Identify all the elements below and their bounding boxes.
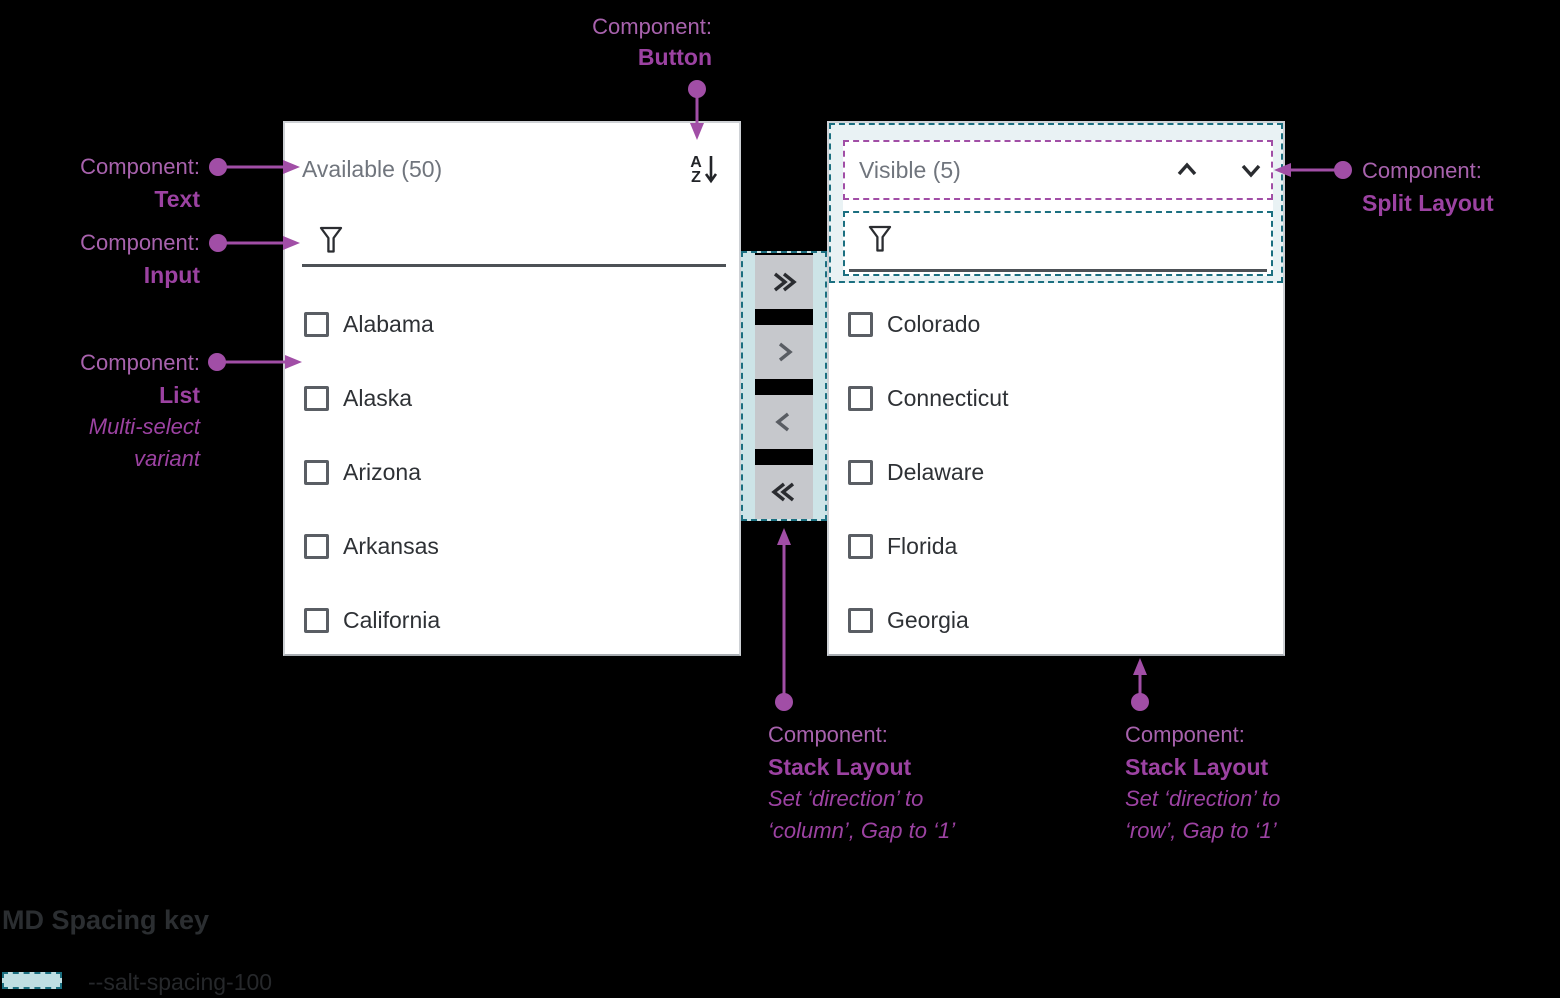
annotation-component-name: Text [154,186,200,212]
list-item[interactable]: Alabama [285,287,739,361]
checkbox[interactable] [304,311,329,337]
available-list-panel: Available (50) A Z Alabama Alaska [283,121,741,656]
annotation-note: Set ‘direction’ to [768,786,924,811]
transfer-button-stack [755,253,813,519]
annotation-arrow-stack-row [1131,658,1149,711]
chevron-up-icon [1177,162,1197,176]
filter-icon[interactable] [867,225,893,255]
spacing-key-label: --salt-spacing-100 [88,969,273,995]
visible-list-title: Visible (5) [859,156,961,183]
double-chevron-left-icon [771,482,795,502]
annotation-stack-column: Component: Stack Layout Set ‘direction’ … [768,719,998,847]
checkbox[interactable] [304,533,329,559]
list-item[interactable]: California [285,583,739,657]
annotation-note: Multi-select [88,414,200,439]
checkbox[interactable] [848,459,873,485]
move-down-button[interactable] [1237,156,1265,184]
stack-layout-spacing-highlight [741,251,827,521]
annotation-prefix: Component: [592,14,712,39]
list-item[interactable]: Alaska [285,361,739,435]
annotation-component-name: Split Layout [1362,190,1494,216]
move-left-button[interactable] [755,395,813,449]
annotation-button: Component: Button [540,11,712,73]
arrow-down-icon [704,156,717,184]
move-all-right-button[interactable] [755,255,813,309]
spacing-key-title: MD Spacing key [2,905,210,935]
annotation-component-name: Button [637,44,712,70]
annotation-note: Set ‘direction’ to [1125,786,1281,811]
list-item[interactable]: Georgia [829,583,1283,657]
annotation-prefix: Component: [768,722,888,747]
row-stack-spacing-highlight: Visible (5) [829,123,1283,283]
annotation-arrow-text [209,158,300,176]
annotation-arrow-list [208,353,302,371]
list-item[interactable]: Arkansas [285,509,739,583]
sort-az-icon: A Z [690,154,702,186]
annotation-component-name: Stack Layout [768,754,912,780]
annotation-arrow-button [688,80,706,140]
chevron-right-icon [778,342,793,362]
list-item[interactable]: Connecticut [829,361,1283,435]
annotation-prefix: Component: [80,154,200,179]
annotation-stack-row: Component: Stack Layout Set ‘direction’ … [1125,719,1355,847]
chevron-down-icon [1241,164,1261,178]
visible-list: Colorado Connecticut Delaware Florida Ge… [829,287,1283,657]
list-item[interactable]: Delaware [829,435,1283,509]
list-item[interactable]: Arizona [285,435,739,509]
annotation-note: variant [133,446,200,471]
available-list: Alabama Alaska Arizona Arkansas Californ… [285,287,739,657]
checkbox[interactable] [304,459,329,485]
annotation-input: Component: Input [40,227,200,291]
split-layout-highlight: Visible (5) [843,140,1273,200]
annotation-arrow-split-layout [1274,161,1352,179]
annotation-text: Component: Text [40,151,200,215]
annotation-component-name: List [159,382,200,408]
checkbox[interactable] [848,607,873,633]
chevron-left-icon [775,412,790,432]
annotation-list: Component: List Multi-select variant [40,347,200,475]
spacing-key-swatch [2,972,62,989]
filter-input-underline[interactable] [849,269,1267,272]
annotation-prefix: Component: [80,350,200,375]
checkbox[interactable] [848,385,873,411]
annotation-component-name: Input [143,262,200,288]
annotation-note: ‘row’, Gap to ‘1’ [1125,818,1277,843]
filter-icon[interactable] [318,226,344,256]
checkbox[interactable] [304,385,329,411]
sort-az-button[interactable]: A Z [684,150,724,190]
list-item[interactable]: Colorado [829,287,1283,361]
move-all-left-button[interactable] [755,465,813,519]
move-up-button[interactable] [1173,156,1201,184]
double-chevron-right-icon [773,272,797,292]
move-right-button[interactable] [755,325,813,379]
annotation-note: ‘column’, Gap to ‘1’ [768,818,956,843]
filter-input-underline[interactable] [302,264,726,267]
annotation-prefix: Component: [80,230,200,255]
annotation-component-name: Stack Layout [1125,754,1269,780]
annotation-arrow-stack-column [775,528,793,711]
checkbox[interactable] [848,311,873,337]
annotation-prefix: Component: [1125,722,1245,747]
checkbox[interactable] [304,607,329,633]
visible-list-panel: Visible (5) [827,121,1285,656]
annotation-split-layout: Component: Split Layout [1362,155,1560,219]
available-list-title: Available (50) [302,156,443,182]
filter-input-highlight [843,211,1273,276]
checkbox[interactable] [848,533,873,559]
annotation-prefix: Component: [1362,158,1482,183]
list-item[interactable]: Florida [829,509,1283,583]
annotation-arrow-input [209,234,300,252]
